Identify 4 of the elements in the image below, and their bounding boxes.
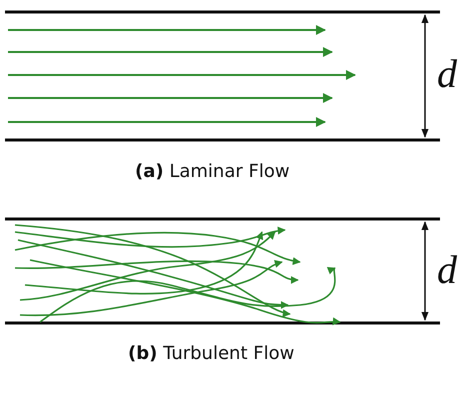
figure-caption: (a) Laminar Flow xyxy=(135,161,290,183)
figure-caption: (b) Turbulent Flow xyxy=(128,343,294,365)
dimension-label: d xyxy=(437,250,457,290)
dimension-label: d xyxy=(437,54,457,94)
